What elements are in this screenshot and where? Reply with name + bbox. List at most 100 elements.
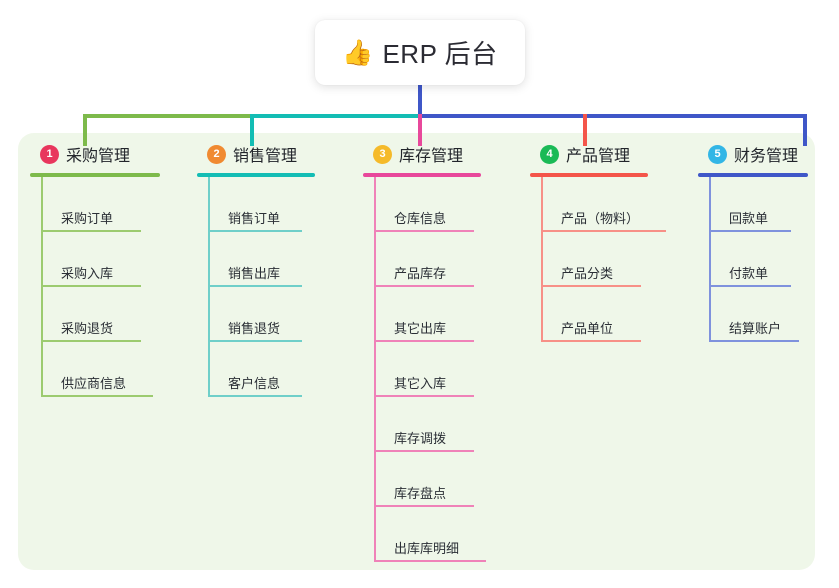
branch-header-3[interactable]: 3 库存管理: [363, 141, 513, 167]
branch-badge-4: 4: [540, 144, 559, 164]
branch-badge-1: 1: [40, 144, 59, 164]
leaf-label: 结算账户: [729, 321, 782, 336]
list-item[interactable]: 回款单: [709, 177, 828, 232]
leaf-label: 付款单: [729, 266, 769, 281]
leaf-label: 采购订单: [61, 211, 114, 226]
leaf-underline: [43, 340, 141, 342]
list-item[interactable]: 其它出库: [374, 287, 513, 342]
branches-panel: [18, 133, 815, 570]
branch-spine-3: [374, 177, 376, 562]
branch-children-5: 回款单 付款单 结算账户: [698, 177, 828, 342]
branch-title-4: 产品管理: [566, 148, 631, 165]
leaf-label: 库存调拨: [394, 431, 447, 446]
branch-children-4: 产品（物料） 产品分类 产品单位: [530, 177, 690, 342]
list-item[interactable]: 产品分类: [541, 232, 690, 287]
leaf-label: 产品分类: [561, 266, 614, 281]
branch-column-5: 5 财务管理 回款单 付款单 结算账户: [698, 141, 828, 342]
leaf-underline: [543, 340, 641, 342]
list-item[interactable]: 客户信息: [208, 342, 337, 397]
leaf-underline: [43, 395, 153, 397]
leaf-underline: [543, 285, 641, 287]
leaf-label: 供应商信息: [61, 376, 127, 391]
list-item[interactable]: 产品（物料）: [541, 177, 690, 232]
branch-title-2: 销售管理: [233, 148, 298, 165]
list-item[interactable]: 采购入库: [41, 232, 170, 287]
branch-column-4: 4 产品管理 产品（物料） 产品分类 产品单位: [530, 141, 690, 342]
list-item[interactable]: 采购退货: [41, 287, 170, 342]
leaf-label: 仓库信息: [394, 211, 447, 226]
branch-header-1[interactable]: 1 采购管理: [30, 141, 170, 167]
leaf-underline: [376, 560, 486, 562]
leaf-label: 采购退货: [61, 321, 114, 336]
leaf-underline: [376, 230, 474, 232]
thumbs-up-icon: 👍: [342, 38, 374, 67]
branch-column-3: 3 库存管理 仓库信息 产品库存 其它出库 其它入库 库存调拨: [363, 141, 513, 562]
leaf-label: 回款单: [729, 211, 769, 226]
list-item[interactable]: 付款单: [709, 232, 828, 287]
list-item[interactable]: 库存调拨: [374, 397, 513, 452]
branch-title-1: 采购管理: [66, 148, 131, 165]
root-node[interactable]: 👍 ERP 后台: [315, 20, 525, 85]
list-item[interactable]: 供应商信息: [41, 342, 170, 397]
leaf-underline: [376, 450, 474, 452]
list-item[interactable]: 库存盘点: [374, 452, 513, 507]
leaf-label: 销售退货: [228, 321, 281, 336]
branch-spine-2: [208, 177, 210, 397]
leaf-underline: [376, 340, 474, 342]
branch-rule-2: [197, 173, 315, 177]
branch-header-4[interactable]: 4 产品管理: [530, 141, 690, 167]
leaf-underline: [711, 285, 791, 287]
leaf-label: 其它出库: [394, 321, 447, 336]
leaf-underline: [210, 395, 302, 397]
leaf-label: 出库库明细: [394, 541, 460, 556]
leaf-label: 销售订单: [228, 211, 281, 226]
list-item[interactable]: 销售出库: [208, 232, 337, 287]
leaf-underline: [543, 230, 666, 232]
list-item[interactable]: 销售退货: [208, 287, 337, 342]
leaf-underline: [43, 285, 141, 287]
leaf-underline: [376, 395, 474, 397]
branch-spine-1: [41, 177, 43, 397]
list-item[interactable]: 产品库存: [374, 232, 513, 287]
leaf-label: 采购入库: [61, 266, 114, 281]
branch-spine-4: [541, 177, 543, 342]
list-item[interactable]: 采购订单: [41, 177, 170, 232]
leaf-label: 其它入库: [394, 376, 447, 391]
leaf-underline: [376, 285, 474, 287]
branch-spine-5: [709, 177, 711, 342]
leaf-underline: [711, 340, 799, 342]
branch-rule-1: [30, 173, 160, 177]
leaf-label: 库存盘点: [394, 486, 447, 501]
list-item[interactable]: 仓库信息: [374, 177, 513, 232]
leaf-label: 产品（物料）: [561, 211, 640, 226]
leaf-label: 产品单位: [561, 321, 614, 336]
leaf-label: 产品库存: [394, 266, 447, 281]
list-item[interactable]: 产品单位: [541, 287, 690, 342]
list-item[interactable]: 结算账户: [709, 287, 828, 342]
leaf-underline: [711, 230, 791, 232]
branch-children-3: 仓库信息 产品库存 其它出库 其它入库 库存调拨 库存盘点: [363, 177, 513, 562]
list-item[interactable]: 销售订单: [208, 177, 337, 232]
branch-title-3: 库存管理: [399, 148, 464, 165]
branch-title-5: 财务管理: [734, 148, 799, 165]
branch-header-2[interactable]: 2 销售管理: [197, 141, 337, 167]
branch-column-1: 1 采购管理 采购订单 采购入库 采购退货 供应商信息: [30, 141, 170, 397]
leaf-label: 客户信息: [228, 376, 281, 391]
branch-rule-4: [530, 173, 648, 177]
branch-rule-3: [363, 173, 481, 177]
branch-rule-5: [698, 173, 808, 177]
leaf-label: 销售出库: [228, 266, 281, 281]
leaf-underline: [376, 505, 474, 507]
branch-badge-5: 5: [708, 144, 727, 164]
list-item[interactable]: 其它入库: [374, 342, 513, 397]
branch-badge-3: 3: [373, 144, 392, 164]
leaf-underline: [210, 230, 302, 232]
branch-header-5[interactable]: 5 财务管理: [698, 141, 828, 167]
list-item[interactable]: 出库库明细: [374, 507, 513, 562]
leaf-underline: [43, 230, 141, 232]
branch-column-2: 2 销售管理 销售订单 销售出库 销售退货 客户信息: [197, 141, 337, 397]
branch-children-2: 销售订单 销售出库 销售退货 客户信息: [197, 177, 337, 397]
branch-badge-2: 2: [207, 144, 226, 164]
leaf-underline: [210, 285, 302, 287]
